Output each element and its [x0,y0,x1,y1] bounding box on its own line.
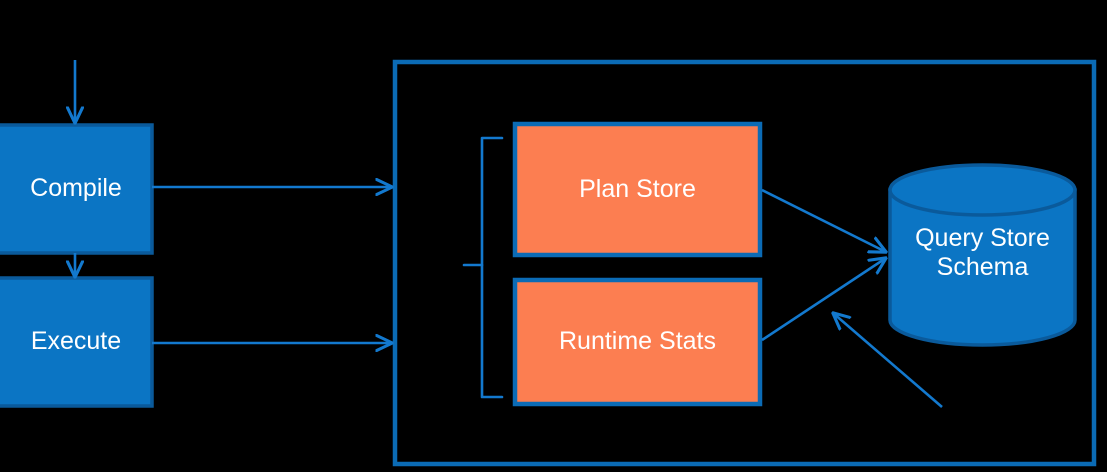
execute-box[interactable] [0,276,154,408]
arrow-runtime-stats-to-schema [761,258,886,342]
stores-group-bracket [462,136,504,399]
plan-store-box[interactable] [512,121,763,258]
query-store-schema-cylinder[interactable] [888,163,1077,347]
compile-box[interactable] [0,123,154,255]
arrow-plan-store-to-schema [761,188,886,252]
arrow-external-to-schema [833,313,943,408]
runtime-stats-box[interactable] [512,277,763,407]
query-store-container [392,59,1097,467]
